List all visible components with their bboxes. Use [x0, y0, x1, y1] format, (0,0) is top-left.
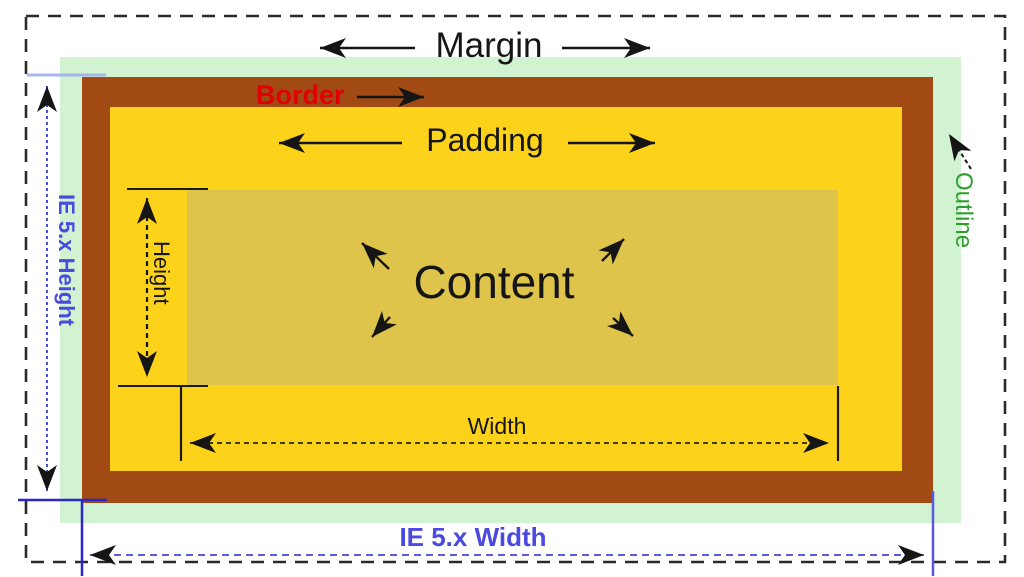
content-arrow-down-right-icon — [606, 311, 634, 337]
outline-label: Outline — [950, 172, 978, 249]
padding-label: Padding — [426, 122, 544, 158]
content-area — [187, 190, 838, 385]
content-arrow-up-left-icon — [361, 242, 390, 270]
outline-arrow-icon — [948, 133, 972, 170]
content-label: Content — [413, 256, 575, 308]
ie-height-label: IE 5.x Height — [54, 194, 80, 327]
border-label: Border — [256, 80, 345, 110]
content-arrow-up-right-icon — [598, 238, 625, 265]
height-label: Height — [149, 241, 175, 305]
width-label: Width — [467, 413, 527, 439]
ie-width-label: IE 5.x Width — [399, 522, 547, 552]
content-arrow-down-left-icon — [371, 310, 397, 338]
margin-label: Margin — [435, 26, 543, 65]
